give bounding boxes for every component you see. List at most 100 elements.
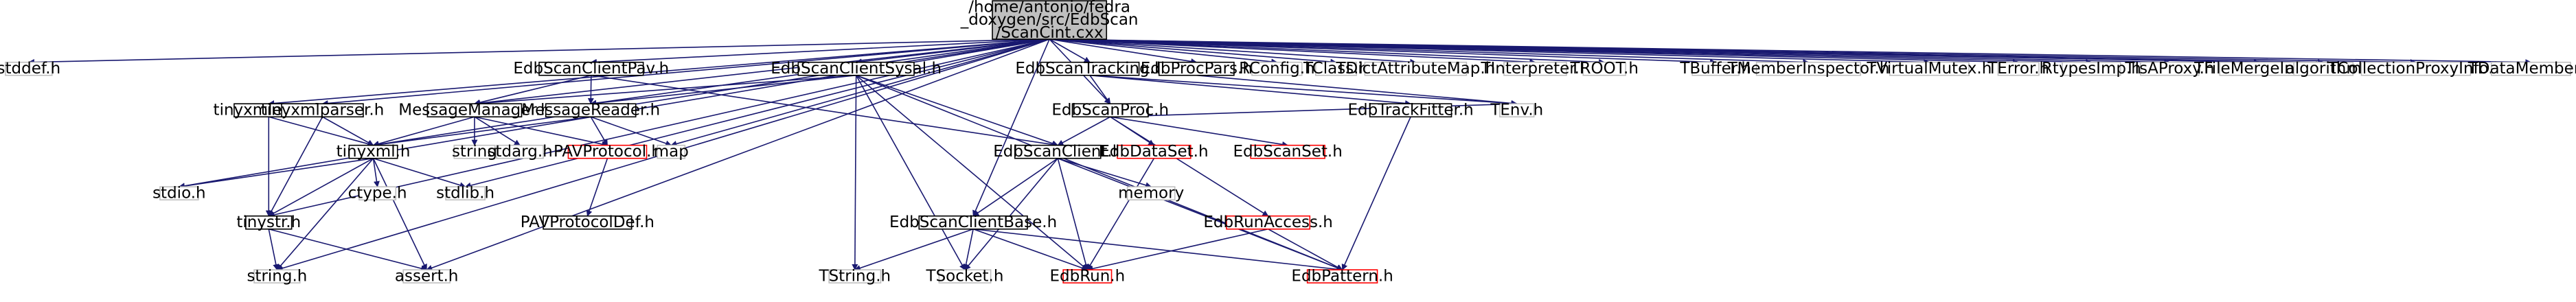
node-label: EdbPattern.h bbox=[1291, 268, 1393, 286]
node-label: algorithm bbox=[2286, 60, 2362, 78]
node-EdbScanClientSysal[interactable]: EdbScanClientSysal.h bbox=[771, 60, 942, 78]
node-TBuffer[interactable]: TBuffer.h bbox=[1679, 60, 1751, 78]
node-PAVProtocol[interactable]: PAVProtocol.h bbox=[554, 143, 661, 161]
node-assert[interactable]: assert.h bbox=[395, 268, 459, 286]
node-label: stdarg.h bbox=[487, 143, 552, 161]
node-stddef[interactable]: stddef.h bbox=[0, 60, 60, 78]
edge-root-to-tinyxml bbox=[372, 38, 1050, 148]
edge-tinystr-to-assert bbox=[269, 228, 428, 272]
node-map[interactable]: map bbox=[654, 143, 689, 161]
node-label: EdbRun.h bbox=[1049, 268, 1125, 286]
edge-MessageReader-to-tinyxml bbox=[372, 116, 591, 148]
node-tinyxml[interactable]: tinyxml.h bbox=[337, 143, 411, 161]
node-box bbox=[445, 186, 486, 201]
node-box bbox=[918, 215, 1028, 230]
node-EdbTrackFitter[interactable]: EdbTrackFitter.h bbox=[1347, 102, 1473, 119]
node-RtypesImp[interactable]: RtypesImp.h bbox=[2042, 60, 2141, 78]
node-TSocket[interactable]: TSocket.h bbox=[926, 268, 1004, 286]
node-TCollectionProxyInfo[interactable]: TCollectionProxyInfo.h bbox=[2328, 60, 2503, 78]
node-box bbox=[828, 269, 882, 283]
node-stdio[interactable]: stdio.h bbox=[152, 185, 206, 202]
node-RConfig[interactable]: RConfig.h bbox=[1239, 60, 1315, 78]
node-box bbox=[545, 103, 637, 118]
edge-EdbScanClientSysal-to-TString bbox=[852, 75, 858, 271]
node-EdbScanClientBase[interactable]: EdbScanClientBase.h bbox=[889, 213, 1057, 231]
node-label: EdbScanProc.h bbox=[1051, 102, 1169, 119]
node-label: RConfig.h bbox=[1239, 60, 1315, 78]
node-TError[interactable]: TError.h bbox=[1987, 60, 2049, 78]
edge-EdbScanClientPav-to-EdbScanClient bbox=[591, 74, 1059, 148]
node-EdbProcPars[interactable]: EdbProcPars.h bbox=[1141, 60, 1253, 78]
node-EdbScanClientPav[interactable]: EdbScanClientPav.h bbox=[513, 60, 669, 78]
edge-tinyxml-to-ctype bbox=[372, 158, 380, 188]
node-stdlib[interactable]: stdlib.h bbox=[436, 185, 494, 202]
edge-root-to-TDataMember bbox=[1049, 38, 2532, 66]
node-TDictAttributeMap[interactable]: TDictAttributeMap.h bbox=[1335, 60, 1495, 78]
edge-EdbScanProc-to-EdbScanSet bbox=[1110, 116, 1289, 148]
node-box bbox=[1126, 186, 1176, 201]
node-label: TIsAProxy.h bbox=[2124, 60, 2214, 78]
node-label: stdlib.h bbox=[436, 185, 494, 202]
node-EdbRun[interactable]: EdbRun.h bbox=[1049, 268, 1125, 286]
node-TClass[interactable]: TClass.h bbox=[1303, 60, 1369, 78]
node-TDataMember[interactable]: TDataMember.h bbox=[2467, 60, 2576, 78]
edge-MessageManager-to-PAVProtocol bbox=[474, 116, 608, 148]
node-box bbox=[1503, 61, 1567, 76]
node-box bbox=[245, 215, 293, 230]
node-box bbox=[453, 144, 496, 159]
node-label: EdbScanClientPav.h bbox=[513, 60, 669, 78]
edge-tinyxmlparser-to-tinyxml bbox=[322, 116, 374, 146]
node-MessageReader[interactable]: MessageReader.h bbox=[521, 102, 660, 119]
node-box bbox=[2140, 61, 2200, 76]
edge-root-to-EdbScanClientPav bbox=[590, 38, 1050, 65]
node-EdbRunAccess[interactable]: EdbRunAccess.h bbox=[1203, 213, 1332, 231]
edge-EdbScanClientSysal-to-TSocket bbox=[855, 75, 966, 270]
node-label: stddef.h bbox=[0, 60, 60, 78]
node-label: EdbProcPars.h bbox=[1141, 60, 1253, 78]
node-layer: /home/antonio/fedra_doxygen/src/EdbScan/… bbox=[0, 0, 2576, 286]
node-box bbox=[1314, 61, 1358, 76]
node-MessageManager[interactable]: MessageManager.h bbox=[398, 102, 550, 119]
node-TMemberInspector[interactable]: TMemberInspector.h bbox=[1727, 60, 1890, 78]
node-box bbox=[1582, 61, 1626, 76]
node-ctype[interactable]: ctype.h bbox=[348, 185, 407, 202]
node-EdbScanClient[interactable]: EdbScanClient.h bbox=[993, 143, 1122, 161]
node-EdbDataSet[interactable]: EdbDataSet.h bbox=[1099, 143, 1208, 161]
node-label: string bbox=[452, 143, 497, 161]
node-memory[interactable]: memory bbox=[1118, 185, 1184, 202]
edge-root-to-map bbox=[670, 38, 1050, 147]
node-EdbScanTracking[interactable]: EdbScanTracking.h bbox=[1015, 60, 1164, 78]
node-TEnv[interactable]: TEnv.h bbox=[1490, 102, 1543, 119]
node-tinyxmlparser[interactable]: tinyxmlparser.h bbox=[261, 102, 385, 119]
node-box bbox=[1369, 103, 1452, 118]
edge-EdbScanClientSysal-to-EdbScanClient bbox=[856, 75, 1059, 147]
node-PAVProtocolDef[interactable]: PAVProtocolDef.h bbox=[521, 213, 654, 231]
node-label: tinyxml.h bbox=[337, 143, 411, 161]
edge-PAVProtocol-to-PAVProtocolDef bbox=[586, 158, 608, 217]
edge-EdbScanClientSysal-to-MessageReader bbox=[590, 74, 856, 106]
node-TString[interactable]: TString.h bbox=[819, 268, 891, 286]
node-EdbScanProc[interactable]: EdbScanProc.h bbox=[1051, 102, 1169, 119]
node-EdbPattern[interactable]: EdbPattern.h bbox=[1291, 268, 1393, 286]
node-TROOT[interactable]: TROOT.h bbox=[1569, 60, 1638, 78]
node-string[interactable]: string bbox=[452, 143, 497, 161]
node-TIsAProxy[interactable]: TIsAProxy.h bbox=[2124, 60, 2214, 78]
node-TVirtualMutex[interactable]: TVirtualMutex.h bbox=[1866, 60, 1992, 78]
node-box bbox=[348, 144, 398, 159]
edge-tinyxml-to-stdlib bbox=[373, 157, 466, 189]
edge-MessageManager-to-stdarg bbox=[474, 116, 521, 146]
node-label: stdio.h bbox=[152, 185, 206, 202]
edge-root-to-stddef bbox=[27, 38, 1050, 66]
node-tinystr[interactable]: tinystr.h bbox=[236, 213, 301, 231]
node-stdarg[interactable]: stdarg.h bbox=[487, 143, 552, 161]
node-string_h[interactable]: string.h bbox=[247, 268, 307, 286]
node-TInterpreter[interactable]: TInterpreter.h bbox=[1480, 60, 1589, 78]
node-box bbox=[358, 186, 397, 201]
node-algorithm[interactable]: algorithm bbox=[2286, 60, 2362, 78]
node-EdbScanSet[interactable]: EdbScanSet.h bbox=[1233, 143, 1342, 161]
edge-EdbScanClient-to-memory bbox=[1058, 157, 1152, 189]
node-root[interactable]: /home/antonio/fedra_doxygen/src/EdbScan/… bbox=[960, 0, 1139, 42]
edge-EdbScanProc-to-EdbRunAccess bbox=[1110, 116, 1269, 217]
node-box bbox=[1499, 103, 1535, 118]
node-label: memory bbox=[1118, 185, 1184, 202]
